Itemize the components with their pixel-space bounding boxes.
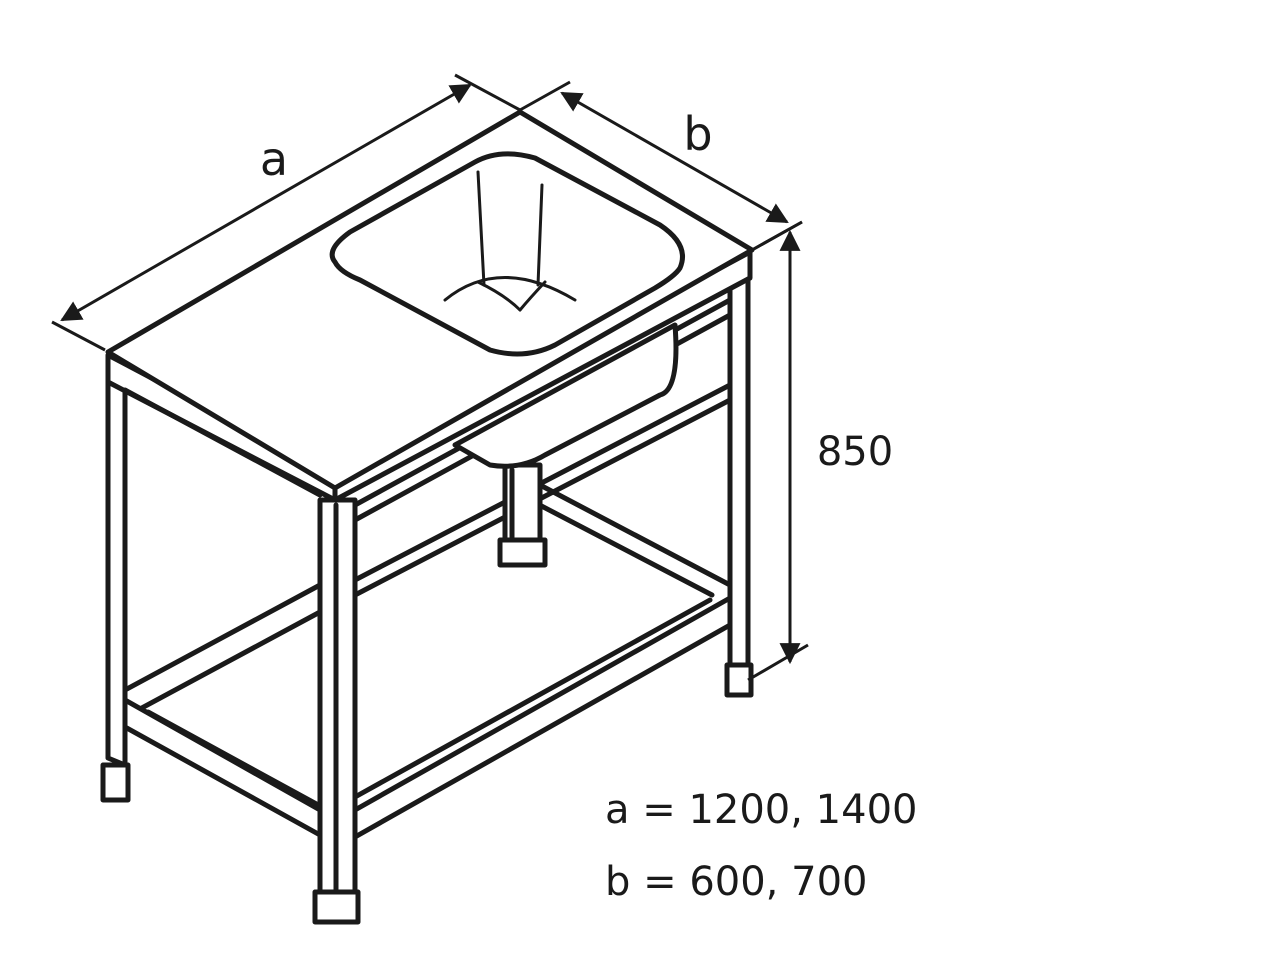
dimension-b-label: b <box>683 107 712 161</box>
dimension-height-label: 850 <box>817 429 893 475</box>
front-right-leg <box>312 497 361 925</box>
dimension-a <box>51 73 521 352</box>
dimension-a-label: a <box>260 132 288 186</box>
spec-a: a = 1200, 1400 <box>605 787 917 833</box>
sink-bowl-body <box>452 322 679 469</box>
lower-shelf-frame <box>122 582 733 840</box>
drain-pipe <box>497 462 548 568</box>
spec-b: b = 600, 700 <box>605 859 867 905</box>
dimension-height <box>747 220 809 682</box>
front-left-leg <box>100 362 131 803</box>
